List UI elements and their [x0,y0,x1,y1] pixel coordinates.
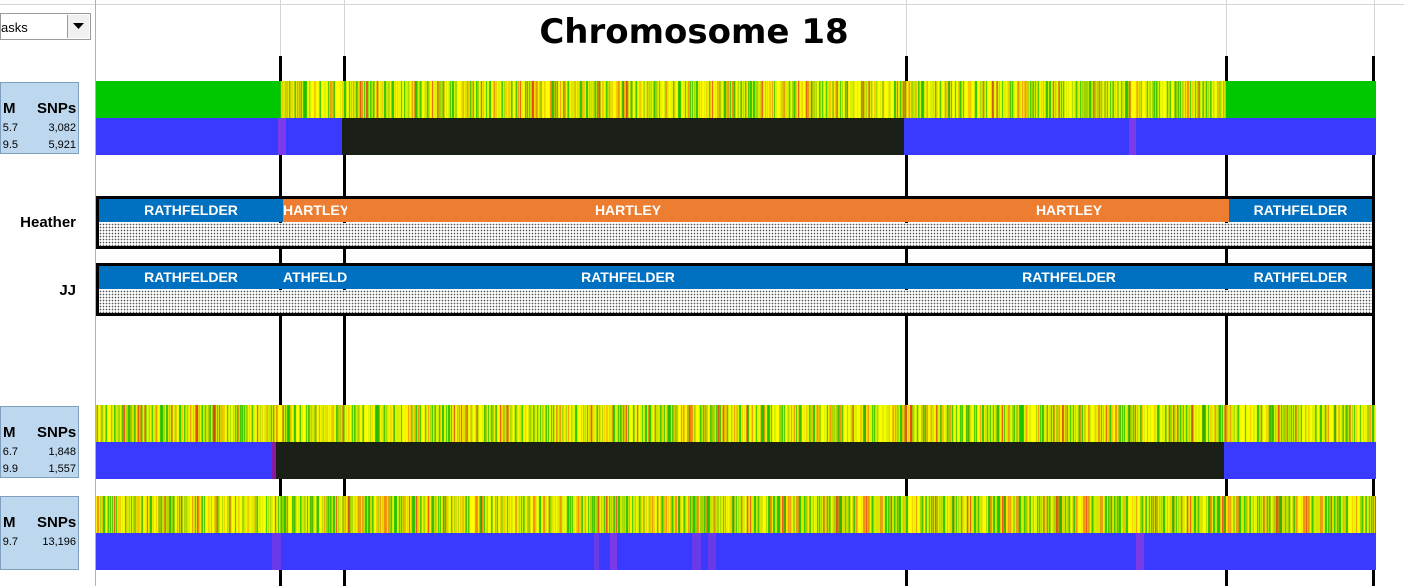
ancestry-band: ATHFELD [283,266,347,289]
ancestry-band: HARTLEY [347,199,909,222]
boundary-line [905,56,908,586]
cm-header: M [3,424,16,441]
non-match-segment [904,118,1376,155]
cm-value: 6.7 [2,446,18,458]
ancestry-band: HARTLEY [283,199,347,222]
snps-header: SNPs [37,424,77,441]
ancestry-band: RATHFELDER [909,266,1229,289]
person-name-jj: JJ [59,282,76,299]
ancestry-band: RATHFELDER [99,266,283,289]
dropdown-button[interactable] [67,15,89,38]
gridline [344,0,345,56]
snp-value: 5,921 [48,139,76,151]
boundary-line [343,56,346,586]
cm-value: 5.7 [2,122,18,134]
snp-heatmap [96,405,1376,442]
cm-value: 9.7 [2,536,18,548]
cm-value: 9.5 [2,139,18,151]
boundary-line [279,56,282,586]
ancestry-band: RATHFELDER [347,266,909,289]
segment-marker [692,533,701,570]
column-divider [95,0,96,586]
chevron-down-icon [73,23,84,29]
segment-track-3 [96,533,1376,570]
non-match-segment [96,118,342,155]
segment-marker [278,118,286,155]
shared-segment [276,442,1224,479]
match-stats-box: M SNPs 6.7 1,848 9.9 1,557 [0,406,79,478]
gridline [906,0,907,56]
segment-track-2 [96,442,1376,479]
snp-value: 1,848 [48,446,76,458]
snp-value: 1,557 [48,463,76,475]
segment-marker [1129,118,1136,155]
stippled-row [99,223,1372,246]
cm-value: 9.9 [2,463,18,475]
ancestry-band: RATHFELDER [99,199,283,222]
ancestry-row-heather: RATHFELDER HARTLEY HARTLEY HARTLEY RATHF… [96,196,1375,249]
cm-header: M [3,514,16,531]
gridline [1374,0,1375,56]
gridline [1226,0,1227,56]
segment-marker [708,533,716,570]
match-track-1 [96,81,1376,118]
boundary-line [1225,56,1228,586]
non-match-segment [96,533,1376,570]
match-stats-box: M SNPs 5.7 3,082 9.5 5,921 [0,82,79,154]
page-title: Chromosome 18 [539,12,849,52]
tasks-dropdown[interactable]: asks [0,13,91,40]
snp-heatmap [96,496,1376,533]
match-stats-box: M SNPs 9.7 13,196 [0,496,79,570]
snps-header: SNPs [37,514,77,531]
full-match-block [96,81,280,118]
snp-value: 13,196 [42,536,76,548]
non-match-segment [1224,442,1376,479]
person-name-heather: Heather [20,214,76,231]
snps-header: SNPs [37,100,77,117]
segment-track-1 [96,118,1376,155]
snp-heatmap [280,81,1226,118]
boundary-line [1372,56,1375,586]
shared-segment [342,118,904,155]
segment-marker [1136,533,1144,570]
non-match-segment [96,442,276,479]
dropdown-value: asks [1,20,28,35]
gridline [280,0,281,56]
ancestry-band: RATHFELDER [1229,199,1372,222]
ancestry-row-jj: RATHFELDER ATHFELD RATHFELDER RATHFELDER… [96,263,1375,316]
segment-marker [272,533,281,570]
gridline [0,4,1404,5]
segment-marker [272,442,276,479]
segment-marker [594,533,599,570]
cm-header: M [3,100,16,117]
full-match-block [1226,81,1376,118]
ancestry-band: HARTLEY [909,199,1229,222]
snp-value: 3,082 [48,122,76,134]
segment-marker [610,533,617,570]
stippled-row [99,290,1372,313]
ancestry-band: RATHFELDER [1229,266,1372,289]
